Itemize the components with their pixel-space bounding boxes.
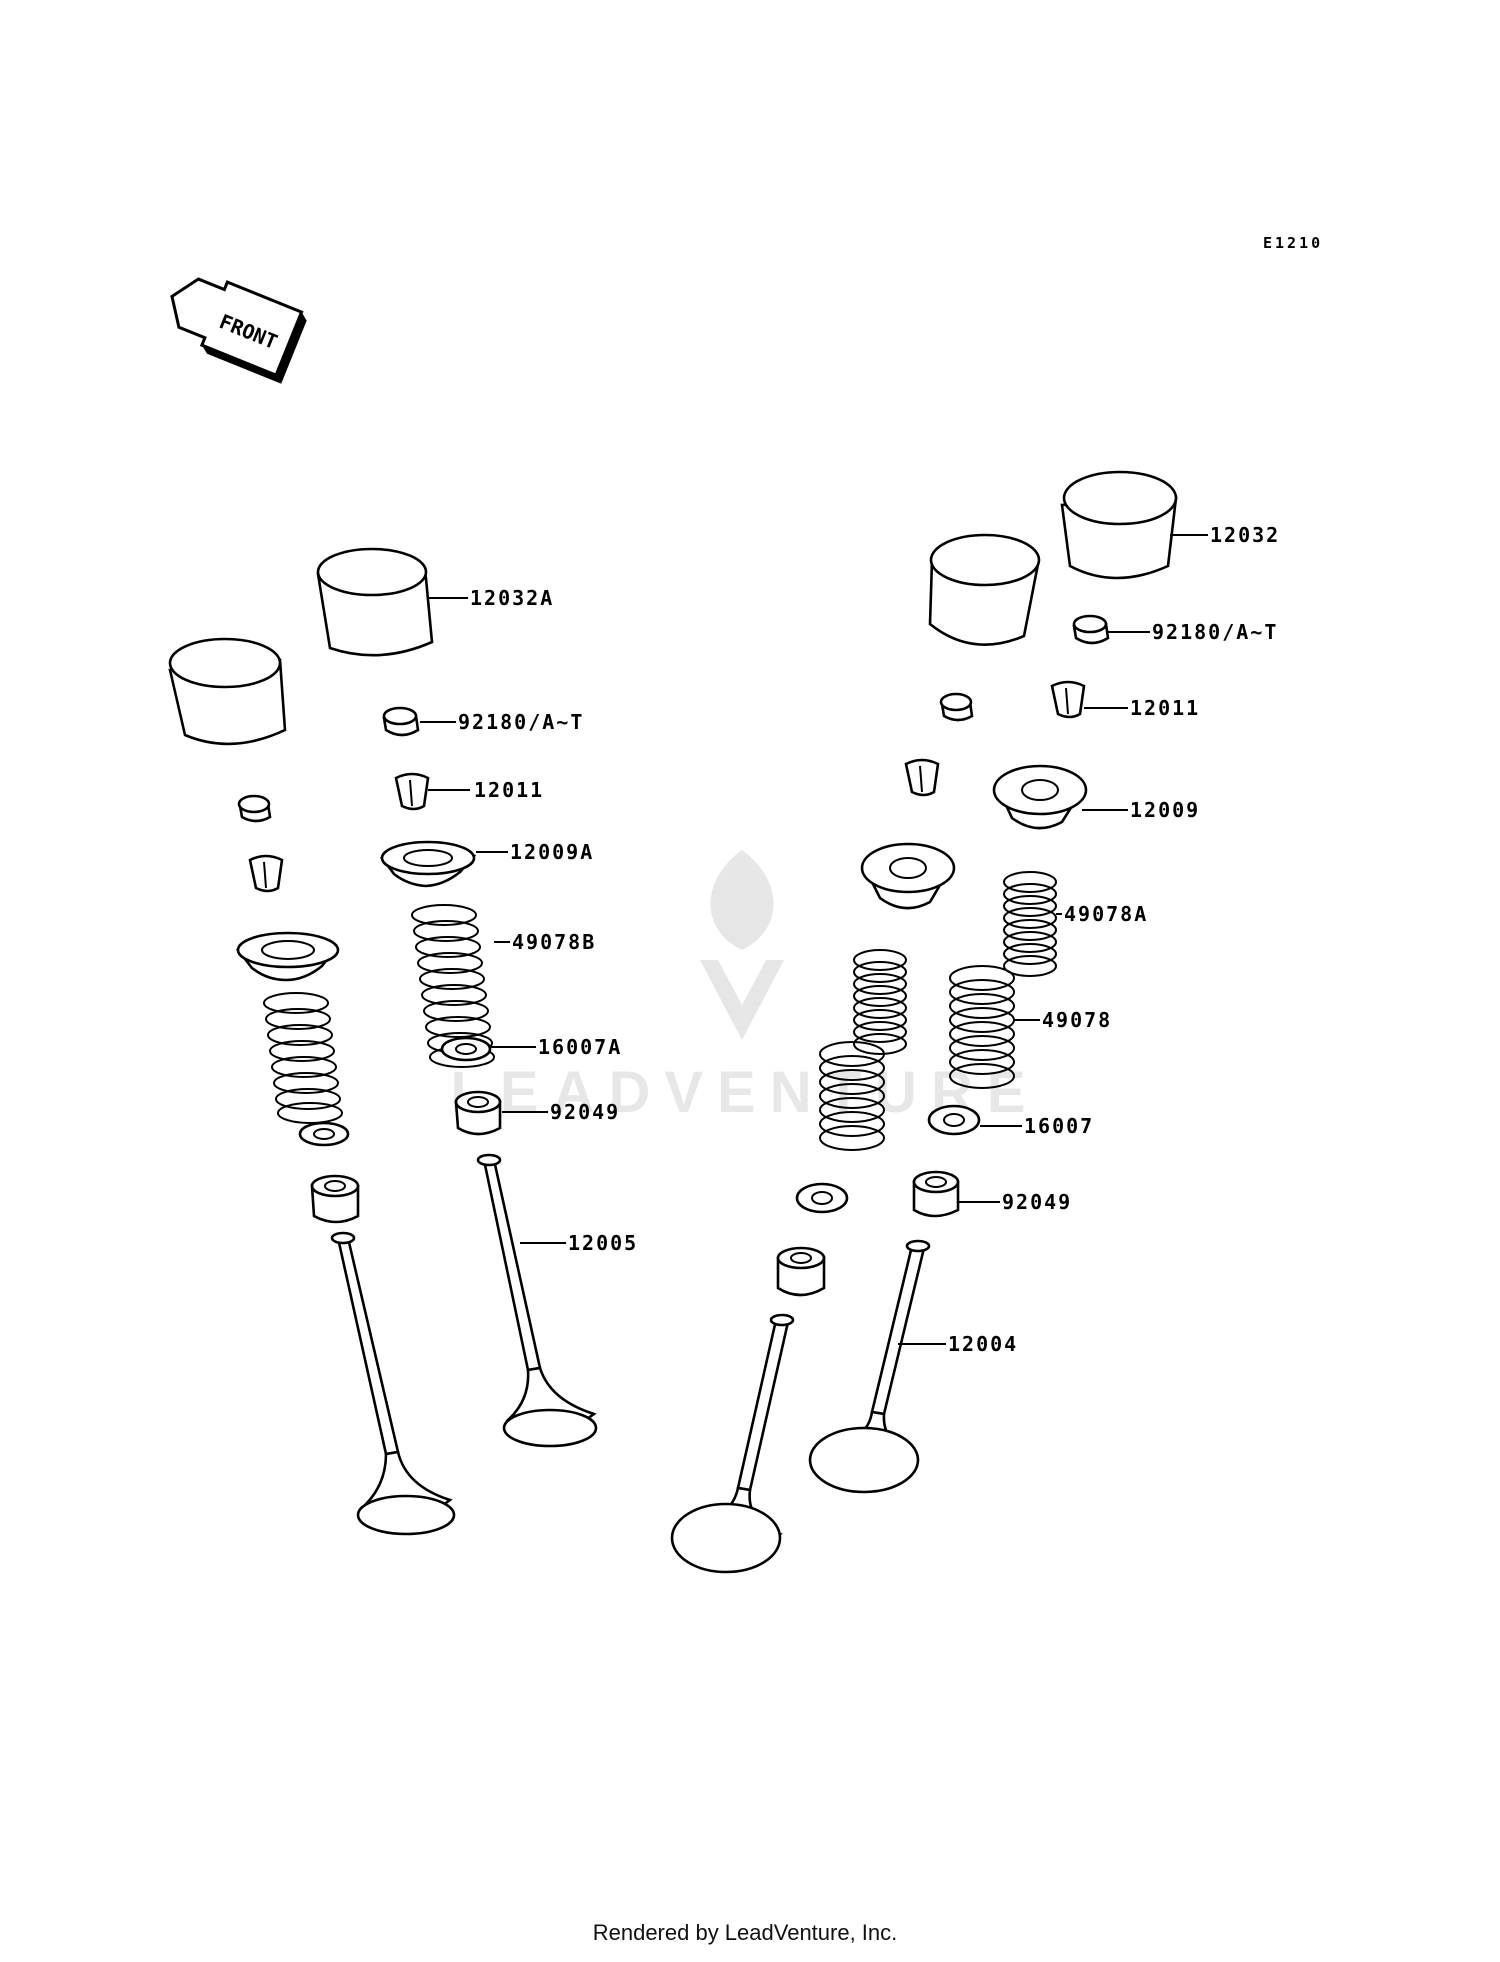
- label-12009a: 12009A: [510, 840, 594, 864]
- label-12032: 12032: [1210, 523, 1280, 547]
- valve-spring-left-lower: [263, 992, 343, 1124]
- spring-retainer-12009: [992, 764, 1088, 830]
- label-92049-left: 92049: [550, 1100, 620, 1124]
- valve-12005: [476, 1153, 598, 1448]
- label-92049-right: 92049: [1002, 1190, 1072, 1214]
- spring-retainer-right-lower: [860, 842, 956, 910]
- stem-seal-left-lower: [310, 1174, 360, 1224]
- shim-left-upper: [382, 706, 420, 737]
- label-12011-left: 12011: [474, 778, 544, 802]
- label-12011-right: 12011: [1130, 696, 1200, 720]
- valve-12004: [808, 1239, 931, 1494]
- label-92180-left: 92180/A~T: [458, 710, 584, 734]
- valve-spring-49078b: [411, 904, 495, 1068]
- valve-spring-49078a: [1003, 871, 1057, 977]
- keeper-right-upper: [1050, 680, 1086, 719]
- label-12005: 12005: [568, 1231, 638, 1255]
- valve-right-lower: [670, 1313, 795, 1574]
- label-49078: 49078: [1042, 1008, 1112, 1032]
- label-16007: 16007: [1024, 1114, 1094, 1138]
- spring-seat-16007: [927, 1104, 981, 1136]
- shim-left-lower: [237, 794, 272, 823]
- keeper-left-upper: [394, 772, 430, 811]
- valve-left-lower: [330, 1231, 456, 1536]
- spring-seat-left-lower: [298, 1121, 350, 1147]
- label-92180-right: 92180/A~T: [1152, 620, 1278, 644]
- spring-retainer-12009a: [379, 840, 477, 888]
- stem-seal-right-lower: [776, 1246, 826, 1297]
- shim-right-upper: [1072, 614, 1110, 645]
- watermark-logo: [700, 850, 784, 1040]
- valve-lifter-12032a: [316, 547, 434, 657]
- front-arrow-icon: FRONT: [170, 277, 307, 384]
- diagram-code: E1210: [1263, 234, 1323, 252]
- spring-seat-16007a: [440, 1036, 492, 1062]
- valve-lifter-unlabeled-left: [168, 637, 287, 746]
- valve-spring-right-inner: [853, 949, 907, 1055]
- keeper-right-lower: [904, 758, 940, 797]
- label-12004: 12004: [948, 1332, 1018, 1356]
- shim-right-lower: [939, 692, 974, 722]
- valve-spring-right-outer: [819, 1041, 885, 1151]
- spring-seat-right-lower: [795, 1182, 849, 1214]
- valve-spring-49078: [949, 965, 1015, 1089]
- label-16007a: 16007A: [538, 1035, 622, 1059]
- valve-lifter-12032: [1060, 470, 1178, 580]
- spring-retainer-left-lower: [235, 931, 340, 982]
- keeper-left-lower: [248, 854, 284, 893]
- label-12032a: 12032A: [470, 586, 554, 610]
- valve-lifter-unlabeled-right: [928, 533, 1041, 646]
- label-49078b: 49078B: [512, 930, 596, 954]
- footer-text: Rendered by LeadVenture, Inc.: [593, 1920, 898, 1945]
- stem-seal-92049-right: [912, 1170, 960, 1218]
- label-49078a: 49078A: [1064, 902, 1148, 926]
- label-12009: 12009: [1130, 798, 1200, 822]
- stem-seal-92049-left: [454, 1090, 502, 1136]
